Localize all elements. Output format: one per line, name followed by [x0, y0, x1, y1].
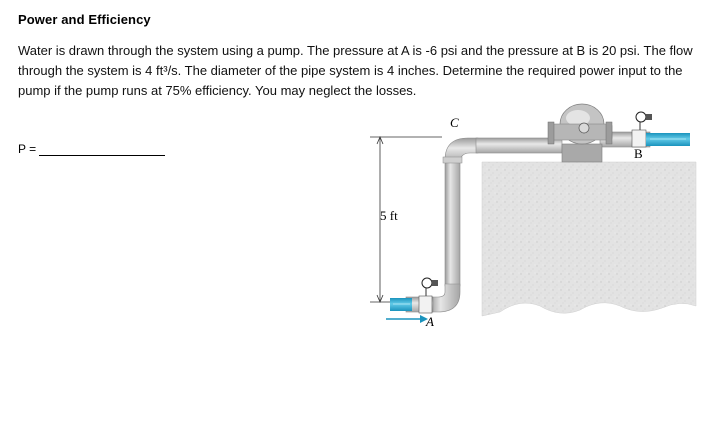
page-title: Power and Efficiency	[18, 12, 151, 27]
vertical-pipe	[444, 157, 461, 287]
flow-arrow-a	[386, 315, 428, 323]
elbow-bottom	[429, 283, 461, 313]
label-b: B	[634, 146, 643, 161]
pump	[547, 103, 613, 163]
answer-line: P =	[18, 142, 166, 156]
label-c: C	[450, 115, 459, 130]
problem-statement: Water is drawn through the system using …	[18, 43, 693, 98]
gauge-b	[631, 111, 652, 148]
ground-block	[481, 161, 697, 317]
answer-blank[interactable]	[39, 143, 166, 156]
answer-label: P =	[18, 142, 37, 156]
label-a: A	[425, 314, 434, 329]
dimension-label: 5 ft	[380, 208, 398, 223]
elbow-c-collar	[442, 156, 463, 164]
gauge-a	[418, 277, 438, 314]
